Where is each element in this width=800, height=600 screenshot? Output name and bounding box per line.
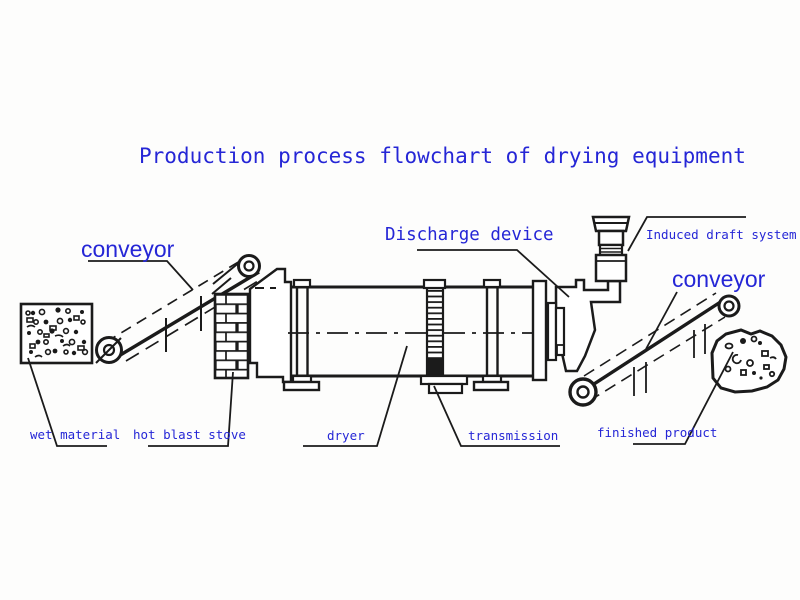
label-discharge-device: Discharge device [385, 225, 554, 245]
leader-hot-blast-stove [148, 371, 234, 447]
drum-end-flange [531, 279, 548, 382]
wet-material-box [19, 302, 94, 365]
finished-product-pile [710, 328, 788, 394]
leader-lines [27, 216, 746, 447]
leader-conveyor-right [645, 291, 678, 350]
feed-housing [248, 267, 293, 384]
leader-wet-material [27, 357, 107, 447]
label-transmission: transmission [468, 428, 559, 443]
belt-roller [568, 377, 598, 407]
leader-finished-product [633, 351, 734, 445]
label-wet-material: wet material [30, 427, 121, 442]
discharge-device-hood [546, 278, 622, 373]
riding-ring-support-right [472, 278, 510, 392]
label-conveyor-left: conveyor [81, 236, 175, 262]
hot-blast-stove [213, 292, 250, 380]
feed-conveyor [95, 254, 261, 364]
leader-induced-draft [627, 216, 746, 252]
label-hot-blast-stove: hot blast stove [133, 427, 246, 442]
belt-roller [237, 254, 261, 278]
label-finished-product: finished product [597, 425, 718, 440]
label-dryer: dryer [327, 428, 365, 443]
label-conveyor-right: conveyor [672, 266, 766, 292]
induced-draft-stack [591, 215, 631, 283]
transmission-gear [419, 278, 469, 395]
riding-ring-support-left [282, 278, 321, 392]
diagram-title: Production process flowchart of drying e… [139, 144, 746, 168]
discharge-conveyor [568, 292, 741, 407]
leader-transmission [433, 385, 560, 447]
leader-discharge-device [417, 249, 570, 298]
dryer-drum [282, 278, 548, 392]
label-induced-draft-system: Induced draft system [646, 227, 797, 242]
leader-dryer [303, 345, 408, 447]
belt-roller [717, 294, 741, 318]
leader-conveyor-left [88, 260, 194, 291]
